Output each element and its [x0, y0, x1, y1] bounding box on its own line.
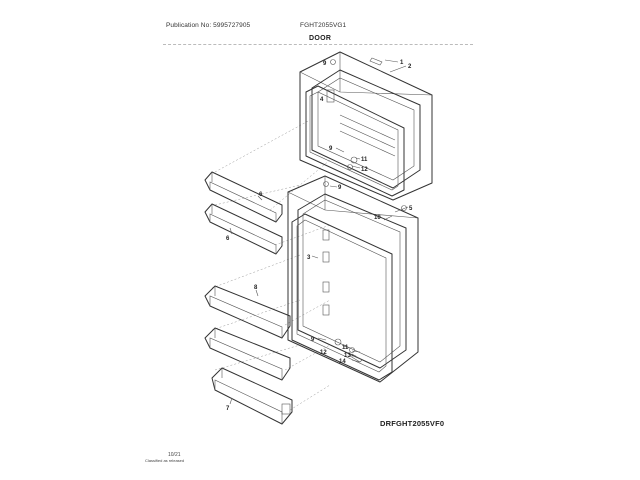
callout-13: 13: [344, 353, 351, 359]
footer-date: Classified as released: [145, 458, 185, 463]
callout-numbers: 1 2 4 9 9 11 12 6 6 9 5 10 3 8 9 11 12 1…: [226, 60, 413, 412]
freezer-door-assembly: [299, 51, 433, 201]
callout-11b: 11: [342, 345, 349, 351]
model-number: FGHT2055VG1: [300, 22, 347, 29]
callout-12b: 12: [320, 350, 327, 356]
callout-6a: 6: [259, 192, 263, 198]
door-bin-dairy: [211, 367, 293, 425]
door-bin-large-2: [204, 327, 291, 381]
header-rule: [163, 44, 473, 45]
diagram-title: DOOR: [309, 35, 332, 42]
callout-10: 10: [374, 215, 381, 221]
callout-12a: 12: [361, 167, 368, 173]
callout-5: 5: [409, 206, 413, 212]
callout-9a: 9: [323, 61, 327, 67]
door-bin-large-1: [204, 285, 291, 339]
callout-9d: 9: [311, 337, 315, 343]
callout-9b: 9: [329, 146, 333, 152]
door-shelf-2: [204, 203, 283, 255]
callout-9c: 9: [338, 185, 342, 191]
leader-lines: [211, 119, 331, 411]
callout-2: 2: [408, 64, 412, 70]
callout-3: 3: [307, 255, 311, 261]
callout-7: 7: [226, 406, 230, 412]
fresh-food-door-assembly: [287, 175, 419, 383]
door-shelf-1: [204, 171, 283, 223]
publication-number: Publication No: 5995727905: [166, 22, 251, 29]
callout-6b: 6: [226, 236, 230, 242]
callout-11a: 11: [361, 157, 368, 163]
callout-4: 4: [320, 97, 324, 103]
callout-8: 8: [254, 285, 258, 291]
callout-14: 14: [339, 359, 346, 365]
callout-leaders: [229, 59, 409, 405]
diagram-code: DRFGHT2055VF0: [380, 419, 445, 428]
callout-1: 1: [400, 60, 404, 66]
footer-code: 10/21: [168, 452, 181, 458]
